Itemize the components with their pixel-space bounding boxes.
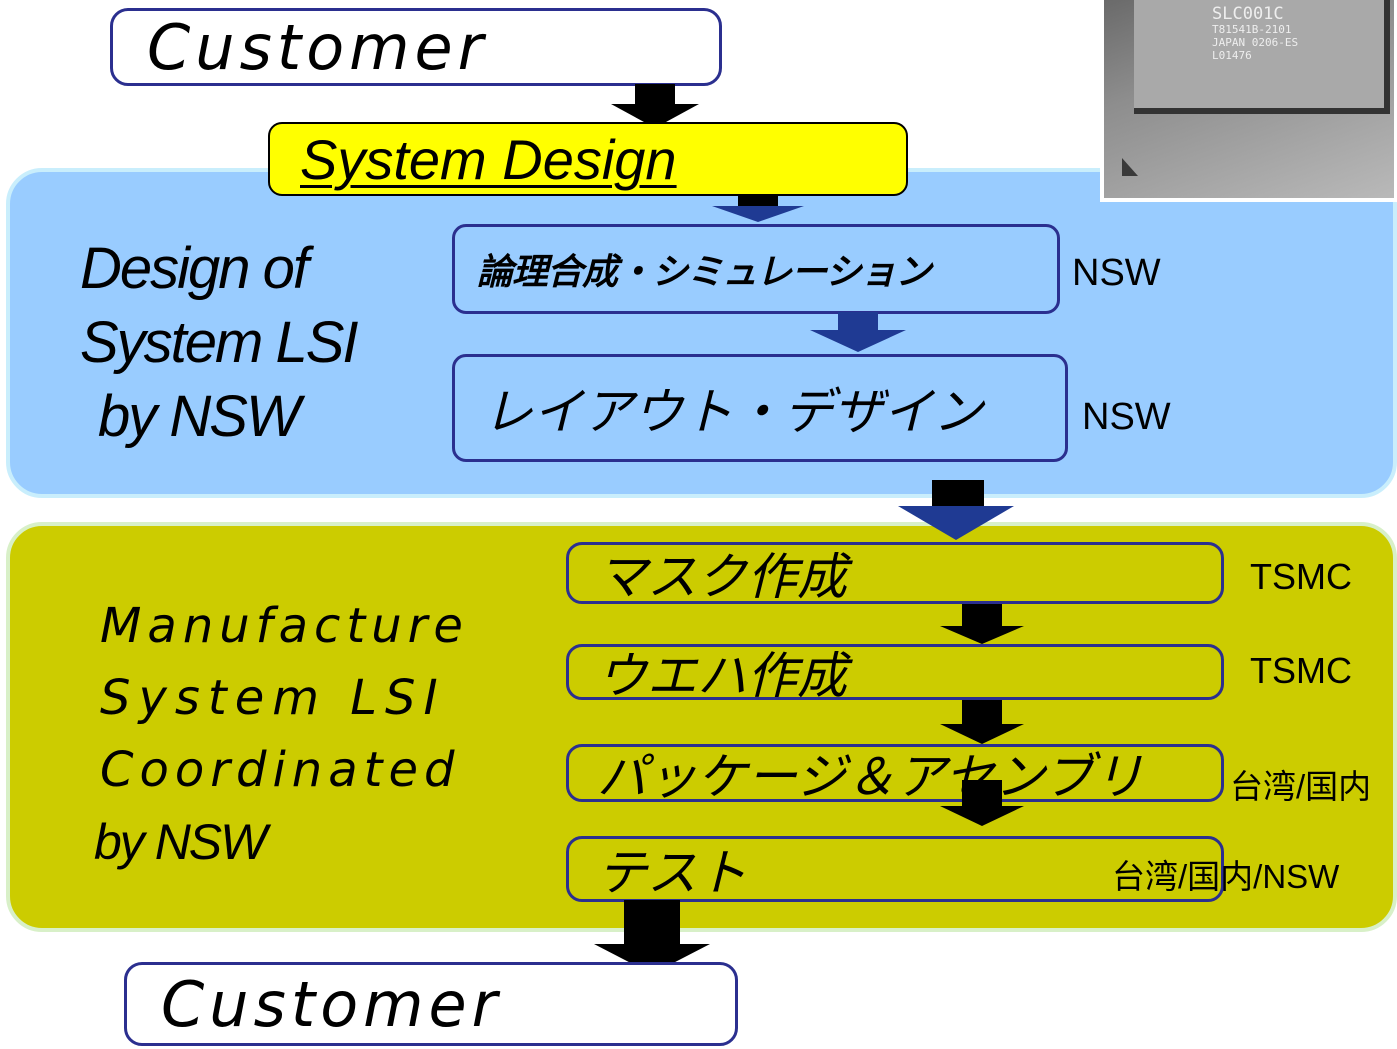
manufacture-title-line-2: System LSI bbox=[100, 670, 446, 726]
arrow-wafer-to-package bbox=[940, 700, 1024, 744]
package-assembly-label: パッケージ＆アセンブリ bbox=[597, 748, 1144, 806]
arrow-manufacture-to-customer bbox=[594, 900, 710, 974]
system-design-box: System Design bbox=[268, 122, 908, 196]
arrow-design-to-manufacture bbox=[898, 480, 1014, 540]
package-assembly-supplier: 台湾/国内 bbox=[1230, 768, 1372, 805]
arrow-system-design-to-logic bbox=[712, 194, 804, 222]
top-customer-label: Customer bbox=[147, 10, 489, 84]
design-title-line-1: Design of bbox=[80, 236, 309, 301]
manufacture-step-test: テスト bbox=[566, 836, 1224, 902]
chip-text-1: SLC001C bbox=[1212, 4, 1284, 24]
layout-label: レイアウト・デザイン bbox=[483, 383, 983, 441]
layout-supplier: NSW bbox=[1082, 396, 1171, 438]
chip-text-3: JAPAN 0206-ES bbox=[1212, 36, 1299, 49]
design-title-line-3: by NSW bbox=[98, 384, 301, 449]
arrow-package-to-test bbox=[940, 780, 1024, 826]
arrow-logic-to-layout bbox=[810, 312, 906, 352]
manufacture-step-wafer: ウエハ作成 bbox=[566, 644, 1224, 705]
top-customer-box: Customer bbox=[110, 8, 722, 86]
arrow-mask-to-wafer bbox=[940, 604, 1024, 644]
manufacture-step-mask: マスク作成 bbox=[566, 542, 1224, 606]
chip-text-4: L01476 bbox=[1212, 49, 1252, 62]
design-step-layout: レイアウト・デザイン bbox=[452, 354, 1068, 462]
chip-photo: SLC001C T81541B-2101 JAPAN 0206-ES L0147… bbox=[1100, 0, 1397, 202]
system-design-label: System Design bbox=[300, 127, 677, 191]
bottom-customer-box: Customer bbox=[124, 962, 738, 1046]
chip-die: SLC001C T81541B-2101 JAPAN 0206-ES L0147… bbox=[1134, 0, 1390, 114]
design-title-line-2: System LSI bbox=[80, 310, 359, 375]
bottom-customer-label: Customer bbox=[161, 967, 503, 1041]
manufacture-title-line-1: Manufacture bbox=[100, 598, 469, 654]
mask-supplier: TSMC bbox=[1250, 556, 1352, 597]
logic-synthesis-label: 論理合成・シミュレーション bbox=[477, 252, 932, 293]
test-supplier: 台湾/国内/NSW bbox=[1112, 858, 1340, 895]
manufacture-title-line-3: Coordinated bbox=[100, 742, 461, 798]
design-step-logic-synthesis: 論理合成・シミュレーション bbox=[452, 224, 1060, 314]
design-panel-title: Design of System LSI by NSW bbox=[80, 232, 359, 454]
wafer-label: ウエハ作成 bbox=[597, 647, 847, 705]
wafer-supplier: TSMC bbox=[1250, 650, 1352, 691]
manufacture-title-line-4: by NSW bbox=[94, 814, 267, 870]
chip-corner-mark bbox=[1122, 158, 1138, 176]
manufacture-panel-title: Manufacture System LSI Coordinated by NS… bbox=[94, 590, 469, 878]
logic-synthesis-supplier: NSW bbox=[1072, 252, 1161, 294]
chip-text-2: T81541B-2101 bbox=[1212, 23, 1292, 36]
test-label: テスト bbox=[597, 844, 747, 902]
arrow-customer-to-system-design bbox=[611, 84, 699, 128]
manufacture-step-package-assembly: パッケージ＆アセンブリ bbox=[566, 744, 1224, 806]
mask-label: マスク作成 bbox=[597, 548, 847, 606]
